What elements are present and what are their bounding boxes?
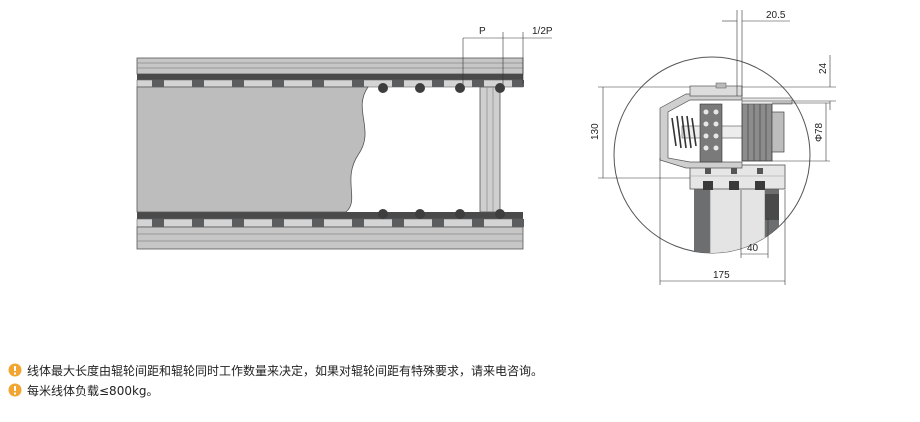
roller-diameter-label: Φ78 (814, 122, 825, 142)
roller-pin (432, 219, 444, 227)
note-text: 线体最大长度由辊轮间距和辊轮同时工作数量来决定，如果对辊轮间距有特殊要求，请来电… (27, 363, 544, 378)
frame-height-label: 130 (590, 123, 601, 140)
roller-bolt (455, 83, 465, 93)
roller-pin (312, 80, 324, 87)
roller-pin (432, 80, 444, 87)
roller-bolt (495, 209, 505, 219)
note-item: 每米线体负载≤800kg。 (8, 380, 543, 400)
roller-pin (232, 219, 244, 227)
bottom-rollers (152, 219, 524, 227)
roller-pin (352, 80, 364, 87)
roller-bolt (378, 209, 388, 219)
half-pitch-label: 1/2P (532, 26, 553, 37)
roller-pin (472, 219, 484, 227)
roller-pin (512, 219, 524, 227)
roller-pin (512, 80, 524, 87)
roller-bolt (455, 209, 465, 219)
side-view: P 1/2P (136, 26, 553, 250)
technical-drawing: P 1/2P (136, 10, 836, 285)
top-rollers (152, 80, 524, 219)
roller-pin (392, 80, 404, 87)
roller-pin (392, 219, 404, 227)
roller-pin (272, 219, 284, 227)
roller-pin (312, 219, 324, 227)
roller-bolt (378, 83, 388, 93)
roller-pin (152, 219, 164, 227)
roller-bolt (415, 209, 425, 219)
notes-list: 线体最大长度由辊轮间距和辊轮同时工作数量来决定，如果对辊轮间距有特殊要求，请来电… (8, 360, 543, 400)
roller-pin (192, 219, 204, 227)
total-width-label: 175 (713, 270, 730, 281)
roller-pin (152, 80, 164, 87)
side-width-label: 40 (747, 243, 759, 254)
roller-bolt (415, 83, 425, 93)
rail-height-label: 24 (818, 62, 829, 74)
side-panel (136, 86, 369, 213)
roller-pin (352, 219, 364, 227)
top-offset-label: 20.5 (766, 10, 786, 21)
roller-bolt (495, 83, 505, 93)
warning-bulb-icon (8, 383, 22, 397)
note-text: 每米线体负载≤800kg。 (27, 383, 159, 398)
roller-pin (272, 80, 284, 87)
note-item: 线体最大长度由辊轮间距和辊轮同时工作数量来决定，如果对辊轮间距有特殊要求，请来电… (8, 360, 543, 380)
roller-pin (232, 80, 244, 87)
pitch-label: P (479, 26, 486, 37)
roller-pin (192, 80, 204, 87)
section-detail: 20.5 24 Φ78 130 40 175 (590, 10, 836, 285)
roller-pin (472, 80, 484, 87)
warning-bulb-icon (8, 363, 22, 377)
